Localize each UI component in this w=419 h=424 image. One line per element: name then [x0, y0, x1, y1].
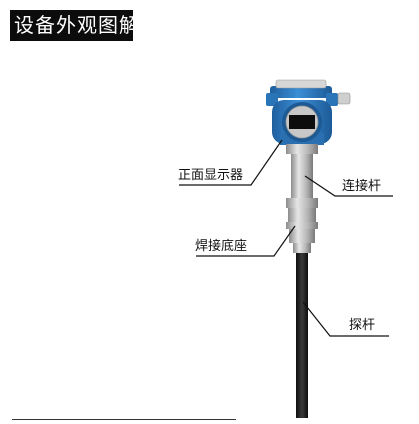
display-leader-line [179, 139, 283, 186]
probe-rod [293, 243, 311, 418]
display-label: 正面显示器 [178, 168, 244, 183]
connecting-rod [286, 144, 318, 198]
display-screen [282, 102, 322, 142]
weld-base-leader-line [196, 225, 296, 257]
connecting-rod-leader-line [304, 175, 393, 197]
probe-rod-label: 探杆 [349, 318, 376, 333]
bottom-rule [12, 419, 236, 420]
weld-base-label: 焊接底座 [195, 239, 248, 254]
connecting-rod-label: 连接杆 [342, 179, 382, 194]
page-title: 设备外观图解 [10, 10, 133, 41]
weld-base [286, 198, 318, 243]
leader-lines [179, 139, 393, 337]
probe-rod-leader-line [302, 301, 389, 337]
